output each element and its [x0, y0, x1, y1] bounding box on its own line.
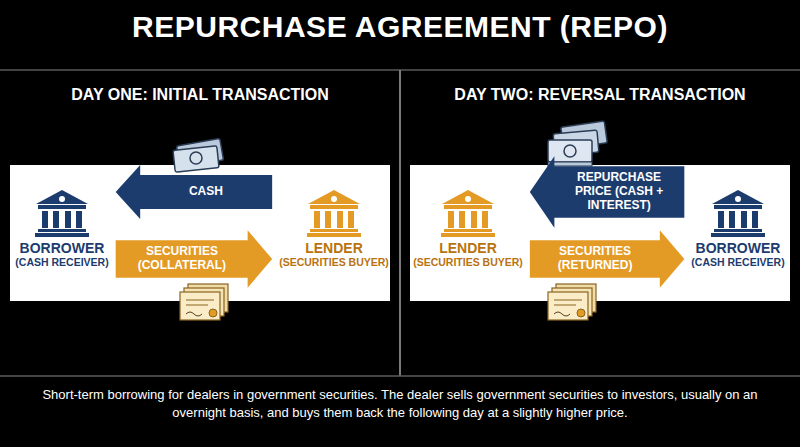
arrow-head [660, 230, 685, 288]
bank-box: LENDER(SECURITIES BUYER) [276, 186, 392, 271]
arrow-shaft [116, 240, 248, 278]
transaction-panel: DAY TWO: REVERSAL TRANSACTION LENDER(SECU… [408, 74, 792, 374]
party-name: LENDER [413, 240, 523, 256]
bank-icon [710, 188, 766, 238]
divider-line [0, 375, 800, 377]
party-role: (SECURITIES BUYER) [279, 256, 389, 269]
white-band [10, 165, 390, 301]
arrow-label: SECURITIES (RETURNED) [535, 245, 655, 273]
panel-heading: DAY ONE: INITIAL TRANSACTION [8, 86, 392, 104]
arrow-label: CASH [145, 185, 267, 199]
party-name: BORROWER [691, 240, 784, 256]
arrow-head [248, 230, 273, 288]
arrow-label: REPURCHASE PRICE (CASH + INTEREST) [559, 171, 679, 212]
block-arrow [530, 156, 684, 227]
divider-line [399, 70, 401, 376]
arrow-head [116, 165, 141, 219]
block-arrow [530, 230, 684, 288]
certificate-icon [548, 284, 596, 320]
bank-icon [34, 188, 90, 238]
arrow-shaft [554, 166, 684, 217]
party-role: (CASH RECEIVER) [15, 256, 108, 269]
party-name: LENDER [279, 240, 389, 256]
money-icon [548, 121, 607, 166]
arrow-shaft [140, 175, 272, 209]
arrow-shaft [530, 240, 660, 278]
certificate-icon [180, 284, 228, 320]
panel-heading: DAY TWO: REVERSAL TRANSACTION [408, 86, 792, 104]
diagram-caption: Short-term borrowing for dealers in gove… [24, 386, 776, 421]
money-icon [173, 138, 224, 172]
bank-box: LENDER(SECURITIES BUYER) [410, 186, 526, 271]
block-arrow [116, 165, 272, 219]
party-name: BORROWER [15, 240, 108, 256]
transaction-panel: DAY ONE: INITIAL TRANSACTION BORROWER(CAS… [8, 74, 392, 374]
arrow-label: SECURITIES (COLLATERAL) [121, 245, 243, 273]
white-band [410, 165, 790, 301]
diagram-title: REPURCHASE AGREEMENT (REPO) [0, 10, 800, 44]
block-arrow [116, 230, 272, 288]
bank-icon [306, 188, 362, 238]
party-role: (CASH RECEIVER) [691, 256, 784, 269]
bank-box: BORROWER(CASH RECEIVER) [12, 186, 111, 271]
bank-box: BORROWER(CASH RECEIVER) [688, 186, 787, 271]
party-role: (SECURITIES BUYER) [413, 256, 523, 269]
bank-icon [440, 188, 496, 238]
arrow-head [530, 156, 555, 227]
